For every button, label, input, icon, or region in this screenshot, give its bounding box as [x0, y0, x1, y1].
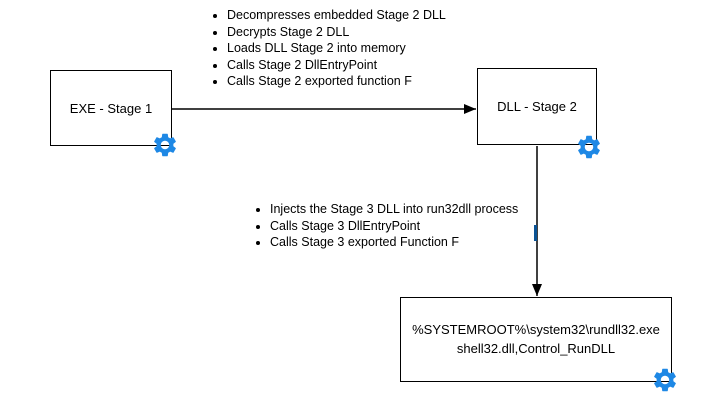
stage2-to-rundll-actions-list: Injects the Stage 3 DLL into run32dll pr…	[248, 202, 518, 252]
gear-icon	[651, 366, 679, 394]
list-item: Calls Stage 2 exported function F	[227, 74, 446, 90]
gear-icon	[151, 131, 179, 159]
gear-icon-shape	[654, 368, 676, 392]
stage1-to-stage2-actions-list: Decompresses embedded Stage 2 DLL Decryp…	[205, 8, 446, 91]
connector-highlight	[534, 225, 537, 241]
rundll-box: %SYSTEMROOT%\system32\rundll32.exe shell…	[400, 297, 672, 382]
stage2-box: DLL - Stage 2	[477, 68, 597, 145]
stage2-label: DLL - Stage 2	[497, 99, 577, 114]
gear-icon-shape	[154, 133, 176, 157]
list-item: Calls Stage 3 DllEntryPoint	[270, 219, 518, 235]
list-item: Loads DLL Stage 2 into memory	[227, 41, 446, 57]
list-item: Calls Stage 2 DllEntryPoint	[227, 58, 446, 74]
stage1-box: EXE - Stage 1	[50, 70, 172, 146]
list-item: Decrypts Stage 2 DLL	[227, 25, 446, 41]
stage1-label: EXE - Stage 1	[69, 100, 153, 116]
list-item: Decompresses embedded Stage 2 DLL	[227, 8, 446, 24]
list-item: Calls Stage 3 exported Function F	[270, 235, 518, 251]
rundll-line1: %SYSTEMROOT%\system32\rundll32.exe	[412, 321, 660, 337]
gear-icon	[575, 133, 603, 161]
gear-icon-shape	[578, 135, 600, 159]
rundll-line2: shell32.dll,Control_RunDLL	[456, 340, 616, 356]
list-item: Injects the Stage 3 DLL into run32dll pr…	[270, 202, 518, 218]
